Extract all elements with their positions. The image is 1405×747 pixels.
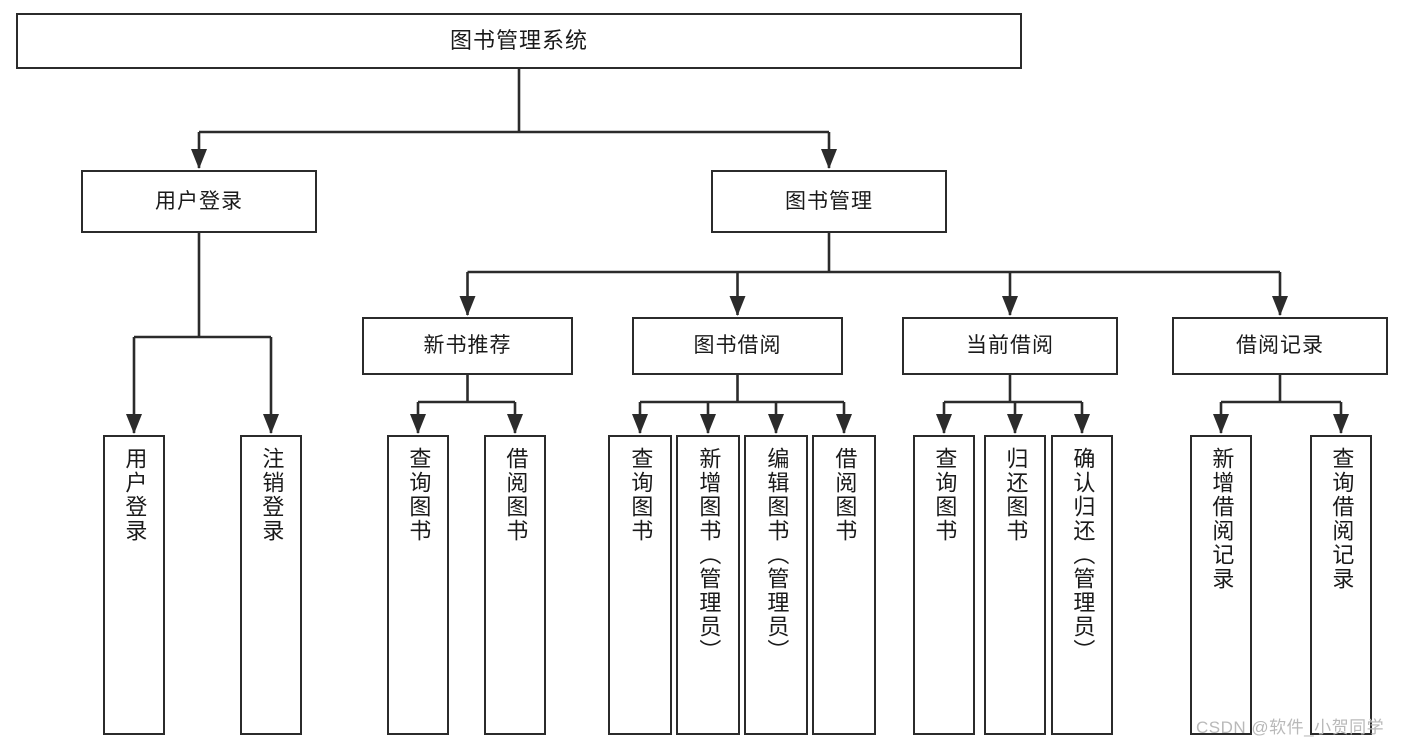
watermark-text: CSDN @软件_小贺同学 [1196, 718, 1385, 737]
node-leaf-edit-book-admin[interactable]: 编辑图书（管理员） [744, 435, 808, 735]
node-label: 查询图书 [406, 447, 432, 543]
node-label: 确认归还（管理员） [1070, 447, 1096, 663]
node-label: 新增图书（管理员） [696, 447, 722, 663]
node-label: 归还图书 [1003, 447, 1029, 543]
node-label: 编辑图书（管理员） [764, 447, 790, 663]
node-leaf-add-book-admin[interactable]: 新增图书（管理员） [676, 435, 740, 735]
node-label: 新书推荐 [423, 334, 512, 358]
node-label: 当前借阅 [966, 334, 1054, 358]
node-leaf-add-borrow-record[interactable]: 新增借阅记录 [1190, 435, 1252, 735]
node-label: 查询图书 [932, 447, 958, 543]
node-root-system[interactable]: 图书管理系统 [16, 13, 1022, 69]
node-book-borrow[interactable]: 图书借阅 [632, 317, 843, 375]
node-label: 注销登录 [259, 447, 285, 543]
node-label: 查询图书 [628, 447, 654, 543]
node-user-login[interactable]: 用户登录 [81, 170, 317, 233]
node-leaf-user-login[interactable]: 用户登录 [103, 435, 165, 735]
node-current-borrow[interactable]: 当前借阅 [902, 317, 1118, 375]
node-label: 查询借阅记录 [1329, 447, 1355, 591]
node-new-book-recommend[interactable]: 新书推荐 [362, 317, 573, 375]
node-leaf-query-borrow-record[interactable]: 查询借阅记录 [1310, 435, 1372, 735]
node-label: 图书借阅 [693, 334, 782, 358]
node-label: 用户登录 [122, 447, 148, 543]
node-leaf-return-book[interactable]: 归还图书 [984, 435, 1046, 735]
node-label: 图书管理系统 [449, 27, 588, 53]
node-leaf-confirm-return-admin[interactable]: 确认归还（管理员） [1051, 435, 1113, 735]
node-book-management[interactable]: 图书管理 [711, 170, 947, 233]
node-leaf-borrow-book-recommend[interactable]: 借阅图书 [484, 435, 546, 735]
node-borrow-record[interactable]: 借阅记录 [1172, 317, 1388, 375]
node-label: 图书管理 [785, 189, 873, 213]
node-label: 借阅记录 [1236, 334, 1324, 358]
node-leaf-borrow-book[interactable]: 借阅图书 [812, 435, 876, 735]
node-leaf-query-book-current[interactable]: 查询图书 [913, 435, 975, 735]
node-label: 借阅图书 [503, 447, 529, 543]
node-leaf-query-book-borrow[interactable]: 查询图书 [608, 435, 672, 735]
node-label: 新增借阅记录 [1209, 447, 1235, 591]
node-label: 用户登录 [155, 189, 243, 213]
node-label: 借阅图书 [832, 447, 858, 543]
node-leaf-query-book-recommend[interactable]: 查询图书 [387, 435, 449, 735]
node-leaf-logout[interactable]: 注销登录 [240, 435, 302, 735]
